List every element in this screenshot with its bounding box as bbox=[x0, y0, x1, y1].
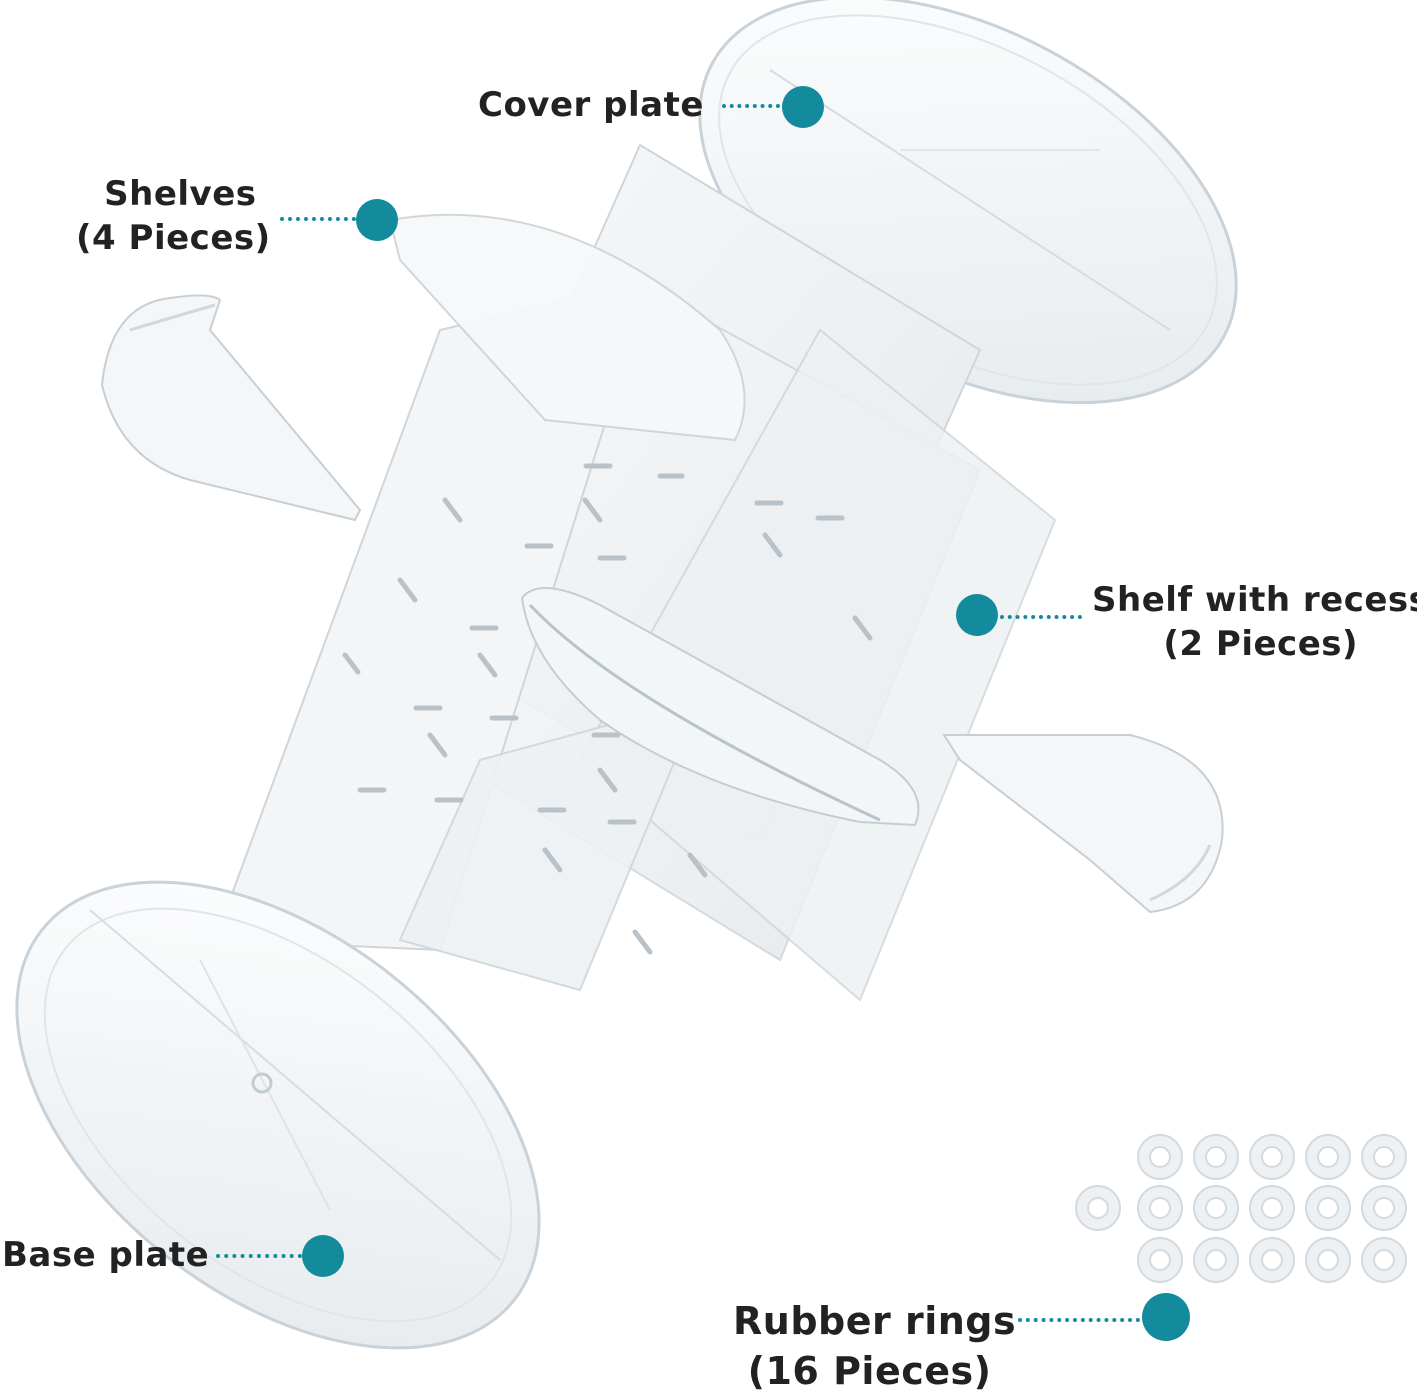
cover-plate-marker bbox=[782, 86, 824, 128]
base-plate-marker bbox=[302, 1235, 344, 1277]
base-plate-label: Base plate bbox=[2, 1233, 209, 1277]
rubber-ring-hole bbox=[1373, 1249, 1395, 1271]
rubber-ring-hole bbox=[1317, 1197, 1339, 1219]
shelves-label: Shelves (4 Pieces) bbox=[76, 172, 271, 260]
base-plate-leader bbox=[216, 1254, 302, 1258]
cover-plate-label-text: Cover plate bbox=[478, 85, 704, 125]
rubber-ring-hole bbox=[1261, 1249, 1283, 1271]
rubber-ring-hole bbox=[1317, 1249, 1339, 1271]
rubber-ring-hole bbox=[1149, 1197, 1171, 1219]
rubber-ring-hole bbox=[1373, 1197, 1395, 1219]
shelf-with-recess-leader bbox=[1000, 615, 1082, 619]
shelf-left-part bbox=[100, 294, 362, 522]
cover-plate-leader bbox=[722, 104, 780, 108]
rubber-ring-hole bbox=[1317, 1146, 1339, 1168]
rubber-rings-leader bbox=[1018, 1318, 1140, 1322]
rubber-rings-label: Rubber rings (16 Pieces) bbox=[733, 1296, 1016, 1396]
shelf-with-recess-label: Shelf with recess (2 Pieces) bbox=[1092, 578, 1417, 666]
rubber-ring-hole bbox=[1149, 1146, 1171, 1168]
rubber-rings-label-line1: Rubber rings bbox=[733, 1299, 1017, 1343]
rubber-rings-part bbox=[1075, 1134, 1407, 1283]
rubber-ring-hole bbox=[1373, 1146, 1395, 1168]
shelf-with-recess-marker bbox=[956, 594, 998, 636]
rubber-ring-hole bbox=[1205, 1146, 1227, 1168]
rubber-ring-hole bbox=[1205, 1249, 1227, 1271]
rubber-ring-hole bbox=[1261, 1197, 1283, 1219]
base-plate-part bbox=[15, 880, 541, 1350]
shelf-recess-middle-part bbox=[520, 587, 920, 827]
shelf-with-recess-label-line2: (2 Pieces) bbox=[1163, 624, 1359, 664]
shelf-with-recess-label-line1: Shelf with recess bbox=[1092, 580, 1417, 620]
base-plate-label-text: Base plate bbox=[2, 1235, 210, 1275]
rubber-ring-hole bbox=[1205, 1197, 1227, 1219]
rubber-rings-label-line2: (16 Pieces) bbox=[747, 1349, 992, 1393]
rubber-ring-hole bbox=[1087, 1197, 1109, 1219]
shelves-label-line1: Shelves bbox=[104, 174, 257, 214]
shelves-leader bbox=[280, 217, 356, 221]
shelves-label-line2: (4 Pieces) bbox=[76, 218, 271, 258]
rubber-ring-hole bbox=[1149, 1249, 1171, 1271]
shelves-marker bbox=[356, 199, 398, 241]
rubber-rings-marker bbox=[1142, 1293, 1190, 1341]
shelf-right-part bbox=[942, 734, 1224, 914]
rubber-ring-hole bbox=[1261, 1146, 1283, 1168]
shelf-top-part bbox=[388, 213, 746, 442]
cover-plate-label: Cover plate bbox=[478, 83, 704, 127]
